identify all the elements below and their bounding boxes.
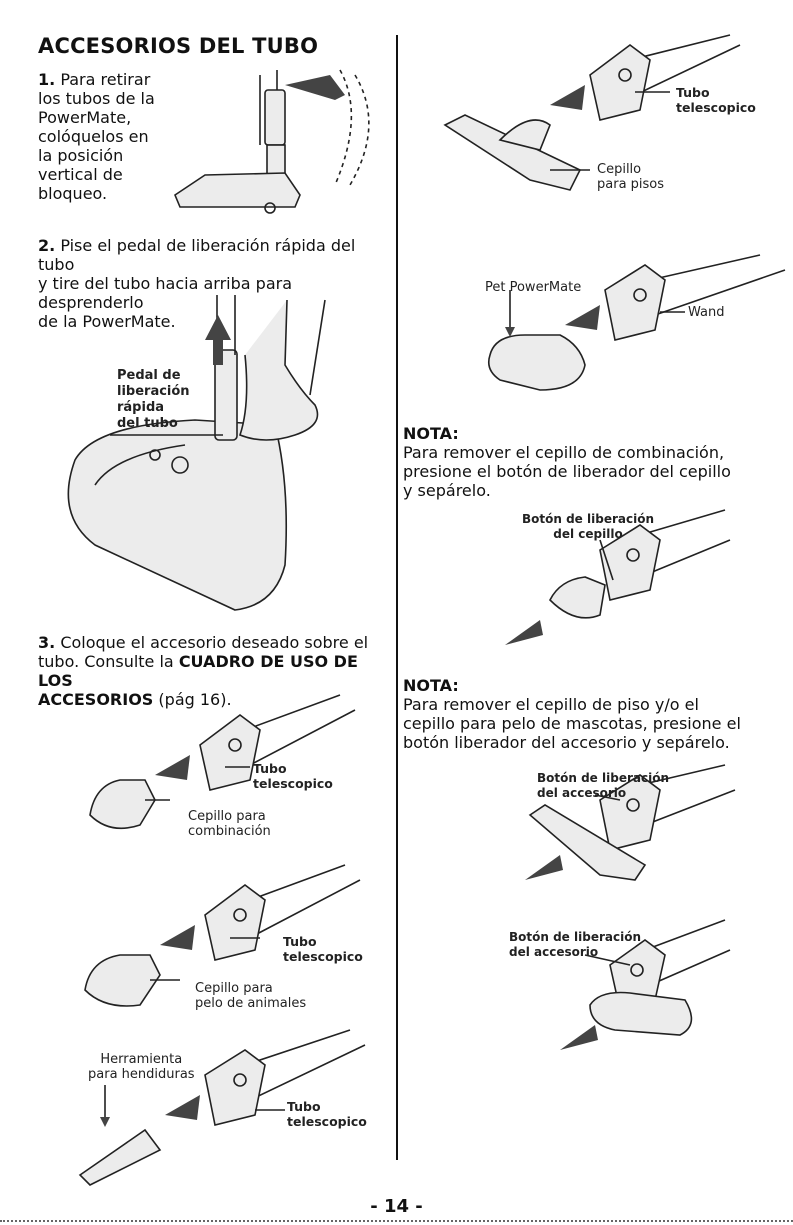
step-1-line: la posición	[38, 146, 124, 165]
step-2-text: 2. Pise el pedal de liberación rápida de…	[38, 236, 388, 331]
pedal-label-line: Pedal de	[117, 368, 181, 383]
pet-release-illustration	[560, 919, 731, 1050]
nota-2-line: cepillo para pelo de mascotas, presione …	[403, 714, 741, 733]
bottom-dotted-border	[0, 1220, 793, 1222]
step-1-line: los tubos de la	[38, 89, 155, 108]
crevice-tool-label-line: Herramienta	[100, 1052, 183, 1067]
brush-release-label-line: Botón de liberación	[522, 512, 654, 526]
floor-tool-label-line: Cepillo	[597, 162, 642, 177]
wand-label: Wand	[688, 305, 725, 320]
nota-2: NOTA: Para remover el cepillo de piso y/…	[403, 676, 788, 752]
step-3-line: tubo. Consulte la	[38, 652, 179, 671]
combo-tube-label-line: telescopico	[253, 776, 333, 791]
pedal-label: Pedal de liberación rápida del tubo	[117, 368, 190, 432]
brush-release-illustration	[505, 509, 731, 645]
step-3-text: 3. Coloque el accesorio deseado sobre el…	[38, 633, 388, 709]
pet-release-label-line: Botón de liberación	[509, 930, 641, 944]
floor-tool-label: Cepillo para pisos	[597, 162, 664, 192]
combo-tool-label: Cepillo para combinación	[188, 809, 271, 839]
pet-brush-illustration	[84, 864, 361, 1007]
pet-tool-label-line: pelo de animales	[195, 996, 307, 1011]
floor-release-label-line: del accesorio	[537, 786, 627, 800]
nota-1: NOTA: Para remover el cepillo de combina…	[403, 424, 783, 500]
floor-tube-label: Tubo telescopico	[676, 85, 756, 115]
pet-tool-label: Cepillo para pelo de animales	[195, 981, 306, 1011]
powermate-pedal-illustration	[67, 295, 326, 611]
pet-tool-label-line: Cepillo para	[195, 981, 273, 996]
page-number: - 14 -	[370, 1196, 423, 1217]
crevice-tool-illustration	[78, 1029, 366, 1186]
floor-brush-illustration	[443, 34, 741, 191]
step-3-number: 3.	[38, 633, 56, 652]
combo-tube-label-line: Tubo	[253, 761, 287, 776]
nota-1-line: presione el botón de liberador del cepil…	[403, 462, 731, 481]
pet-powermate-illustration	[487, 254, 786, 391]
nota-2-line: Para remover el cepillo de piso y/o el	[403, 695, 699, 714]
step-2-line: Pise el pedal de liberación rápida del t…	[38, 236, 356, 274]
combo-tool-label-line: combinación	[188, 824, 271, 839]
brush-release-label: Botón de liberación del cepillo	[522, 512, 654, 542]
crevice-tube-label: Tubo telescopico	[287, 1099, 367, 1129]
step-1-line: PowerMate,	[38, 108, 132, 127]
nota-1-title: NOTA:	[403, 424, 459, 443]
pet-release-label-line: del accesorio	[509, 945, 599, 959]
nota-2-line: botón liberador del accesorio y sepárelo…	[403, 733, 730, 752]
combo-brush-illustration	[89, 694, 356, 830]
pet-tube-label-line: Tubo	[283, 934, 317, 949]
step-1-text: 1. Para retirar los tubos de la PowerMat…	[38, 70, 188, 203]
step-2-number: 2.	[38, 236, 56, 255]
crevice-tool-label-line: para hendiduras	[88, 1067, 195, 1082]
pedal-label-line: rápida	[117, 400, 165, 415]
combo-tool-label-line: Cepillo para	[188, 809, 266, 824]
step-3-line: Coloque el accesorio deseado sobre el	[60, 633, 369, 652]
step-2-line: de la PowerMate.	[38, 312, 176, 331]
step-1-line: colóquelos en	[38, 127, 149, 146]
crevice-tube-label-line: Tubo	[287, 1099, 321, 1114]
crevice-tube-label-line: telescopico	[287, 1114, 367, 1129]
pet-tube-label-line: telescopico	[283, 949, 363, 964]
pedal-label-line: del tubo	[117, 416, 178, 431]
brush-release-label-line: del cepillo	[553, 527, 623, 541]
floor-release-label-line: Botón de liberación	[537, 771, 669, 785]
nota-1-line: y sepárelo.	[403, 481, 491, 500]
floor-release-illustration	[525, 764, 736, 881]
step-1-line: bloqueo.	[38, 184, 108, 203]
step-3-bold: ACCESORIOS	[38, 690, 154, 709]
floor-tool-label-line: para pisos	[597, 177, 665, 192]
pet-tube-label: Tubo telescopico	[283, 934, 363, 964]
floor-release-label: Botón de liberación del accesorio	[537, 771, 669, 801]
step-3-line: (pág 16).	[153, 690, 232, 709]
pedal-label-line: liberación	[117, 384, 190, 399]
pet-release-label: Botón de liberación del accesorio	[509, 930, 641, 960]
pet-powermate-label: Pet PowerMate	[485, 280, 582, 295]
section-title: ACCESORIOS DEL TUBO	[38, 34, 319, 58]
crevice-tool-label: Herramienta para hendiduras	[88, 1052, 195, 1082]
nota-2-title: NOTA:	[403, 676, 459, 695]
step-3-bold: CUADRO DE USO DE LOS	[38, 652, 358, 690]
combo-tube-label: Tubo telescopico	[253, 761, 333, 791]
step-1-line: Para retirar	[60, 70, 151, 89]
step-1-line: vertical de	[38, 165, 123, 184]
floor-tube-label-line: Tubo	[676, 85, 710, 100]
nota-1-line: Para remover el cepillo de combinación,	[403, 443, 725, 462]
step-1-number: 1.	[38, 70, 56, 89]
floor-tube-label-line: telescopico	[676, 100, 756, 115]
step-2-line: y tire del tubo hacia arriba para despre…	[38, 274, 292, 312]
column-divider	[396, 35, 398, 1160]
upright-lock-illustration	[174, 69, 370, 214]
